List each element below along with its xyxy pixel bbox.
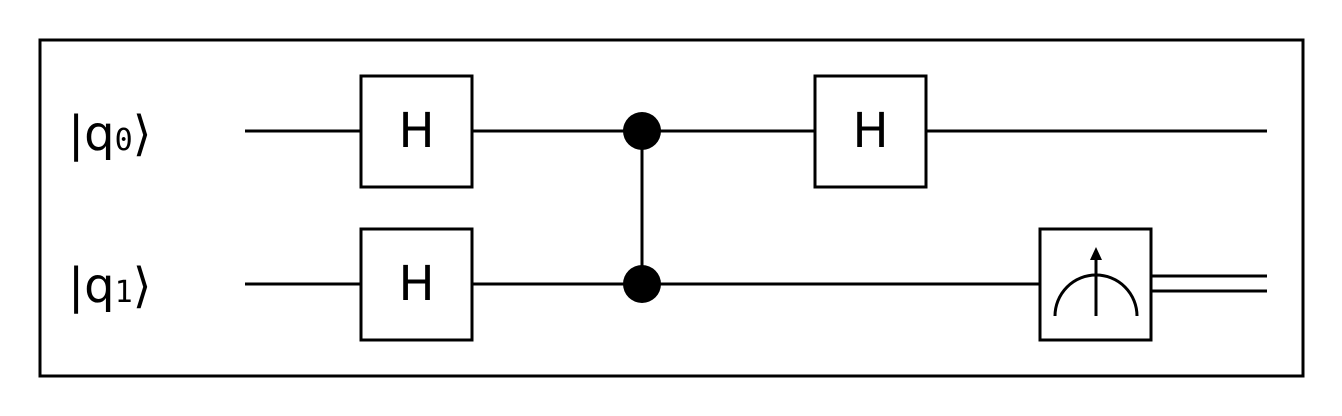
- h-gate-q0-first: H: [359, 74, 474, 189]
- gate-label: H: [398, 103, 434, 159]
- h-gate-q1: H: [359, 227, 474, 342]
- control-dot-q0: [623, 112, 661, 150]
- measurement-gate-q1: [1038, 227, 1153, 342]
- meter-icon: [1053, 247, 1139, 317]
- gate-label: H: [852, 103, 888, 159]
- qubit-label-q1: |q1⟩: [68, 258, 151, 314]
- h-gate-q0-second: H: [813, 74, 928, 189]
- control-dot-q1: [623, 265, 661, 303]
- qubit-label-q0: |q0⟩: [68, 106, 151, 162]
- gate-label: H: [398, 256, 434, 312]
